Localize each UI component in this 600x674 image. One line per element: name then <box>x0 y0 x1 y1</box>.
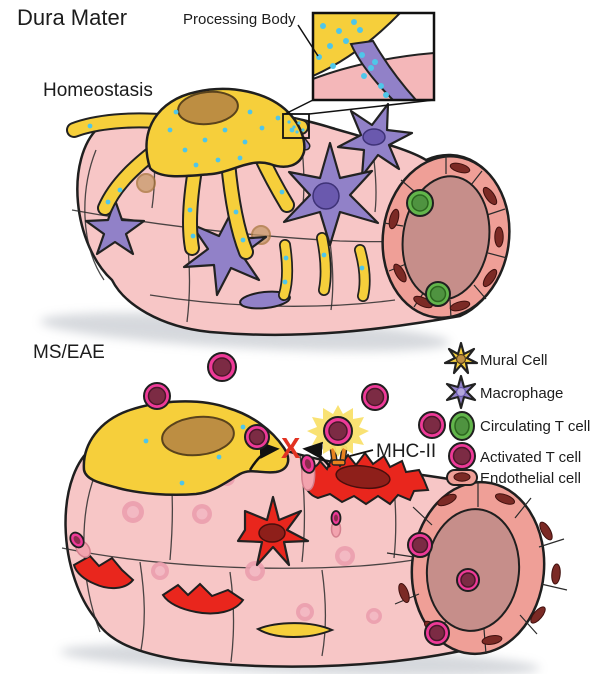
legend-label: Mural Cell <box>480 352 548 369</box>
legend: Mural Cell Macrophage Circulating T cell… <box>443 341 590 487</box>
inset-macrophage-process <box>349 39 418 100</box>
activated-macrophage <box>236 495 310 567</box>
vessel-open-end <box>386 480 568 656</box>
legend-label: Activated T cell <box>480 449 581 466</box>
activated-macrophage <box>72 554 135 590</box>
activated-t-cell <box>244 424 270 450</box>
mhc2-label: MHC-II <box>376 441 436 462</box>
transmigrating-t-cell <box>300 454 316 491</box>
processing-body-dots <box>87 109 365 285</box>
macrophage-icon <box>445 374 477 410</box>
callout-connector <box>308 99 435 115</box>
circulating-t-cell <box>425 281 451 307</box>
legend-label: Endothelial cell <box>480 470 581 487</box>
mural-cell-nucleus <box>161 415 235 457</box>
figure-title: Dura Mater <box>17 5 127 30</box>
glowing-activated-t-cell <box>307 405 369 457</box>
activated-macrophage <box>303 451 430 506</box>
macrophage <box>282 141 380 247</box>
endothelial-nuclei <box>388 162 504 312</box>
homeostasis-section: Dura Mater Homeostasis Processing Body <box>17 5 511 352</box>
homeostasis-label: Homeostasis <box>43 80 153 101</box>
circulating-t-cell-icon <box>449 411 475 441</box>
inset-processing-body-dots <box>316 19 389 98</box>
ms-eae-label: MS/EAE <box>33 342 105 363</box>
mural-cell-icon <box>443 341 479 375</box>
processing-body-inset <box>311 11 436 102</box>
activated-t-cell <box>456 568 480 592</box>
blocked-arrow-left <box>248 441 280 471</box>
transmigrating-t-cell <box>69 531 91 558</box>
mhc2-pointer <box>349 449 374 457</box>
legend-label: Macrophage <box>480 385 563 402</box>
legend-label: Circulating T cell <box>480 418 590 435</box>
callout-connector <box>284 99 314 115</box>
mural-cell <box>145 87 306 178</box>
activated-t-cell <box>407 532 433 558</box>
vessel-open-end <box>381 155 511 319</box>
activated-t-cell <box>361 383 389 411</box>
activated-t-cell <box>418 411 446 439</box>
blocked-arrow-right <box>302 441 331 468</box>
circulating-t-cell <box>406 189 434 217</box>
processing-body-dots <box>143 424 246 486</box>
inset-border <box>311 11 436 102</box>
processing-body-label: Processing Body <box>183 11 296 28</box>
processing-body-pointer <box>297 24 319 57</box>
activated-t-cell <box>143 382 171 410</box>
mural-cell <box>82 400 290 496</box>
ms-eae-section: X MHC-II MS/EAE <box>33 341 590 674</box>
transmigrating-t-cell <box>330 510 342 538</box>
activated-t-cell <box>424 620 450 646</box>
callout-source-dots <box>287 120 305 134</box>
activated-macrophage <box>161 582 245 615</box>
endothelial-cell-icon <box>446 469 478 486</box>
callout-source-box <box>282 113 310 139</box>
activated-t-cell-icon <box>448 442 476 470</box>
blocked-x-mark: X <box>281 433 301 465</box>
activated-t-cell <box>207 352 237 382</box>
mural-cell-remnant <box>255 622 335 638</box>
